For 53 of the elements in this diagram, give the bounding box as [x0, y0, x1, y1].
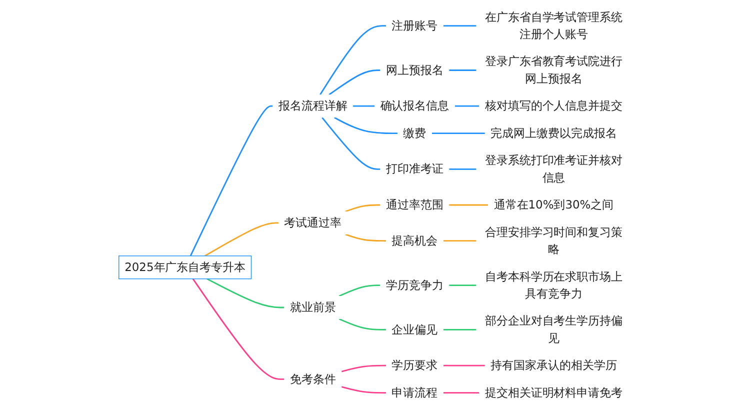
connector: [443, 364, 485, 366]
node-text: 核对填写的个人信息并提交: [484, 98, 623, 113]
connector: [192, 278, 284, 380]
node-text: 在广东省自学考试管理系统注册个人账号: [484, 10, 623, 41]
connector: [341, 386, 386, 394]
node-text: 提交相关证明材料申请免考: [484, 386, 623, 400]
node-text: 企业偏见: [392, 322, 438, 336]
node-text: 持有国家承认的相关学历: [490, 358, 617, 372]
connector: [338, 284, 380, 297]
connector: [345, 234, 386, 242]
node-text: 通过率范围: [386, 198, 444, 212]
connector: [454, 105, 480, 107]
node-text: 合理安排学习时间和复习策略: [484, 225, 623, 256]
node-text: 就业前景: [290, 300, 336, 314]
connector: [449, 284, 476, 286]
connector: [443, 25, 476, 27]
connector: [443, 240, 476, 242]
node-text: 考试通过率: [284, 216, 342, 230]
connector: [328, 70, 380, 96]
connector: [449, 70, 476, 71]
node-text: 通常在10%到30%之间: [494, 198, 614, 212]
node-text: 免考条件: [290, 372, 336, 386]
connector: [190, 105, 273, 256]
node-text: 缴费: [403, 126, 426, 140]
node-text: 注册账号: [392, 18, 438, 32]
node-text: 学历竞争力: [386, 278, 444, 292]
node-text: 学历要求: [392, 358, 438, 372]
connector: [353, 105, 375, 107]
connector: [432, 132, 485, 134]
node-text: 申请流程: [392, 386, 438, 400]
connector: [338, 318, 386, 330]
node-text: 网上预报名: [386, 63, 444, 77]
node-text: 打印准考证: [386, 162, 444, 176]
connector: [206, 278, 284, 308]
node-text: 确认报名信息: [380, 98, 450, 113]
node-text: 自考本科学历在求职市场上具有竞争力: [484, 270, 623, 300]
connector: [322, 117, 380, 170]
connector: [345, 204, 380, 212]
node-text: 登录广东省教育考试院进行网上预报名: [484, 54, 623, 86]
connector: [449, 168, 476, 170]
node-text: 部分企业对自考生学历持偏见: [484, 314, 623, 345]
node-text: 提高机会: [392, 234, 438, 248]
connector: [443, 392, 480, 394]
node-box: [118, 256, 252, 280]
node-text: 报名流程详解: [278, 98, 348, 113]
node-text: 完成网上缴费以完成报名: [490, 126, 617, 140]
node-text: 登录系统打印准考证并核对信息: [484, 153, 623, 184]
connector: [204, 222, 278, 257]
connector: [334, 116, 398, 134]
connector: [449, 204, 488, 206]
connector: [320, 25, 386, 95]
connector: [443, 329, 476, 330]
connector: [341, 364, 386, 372]
